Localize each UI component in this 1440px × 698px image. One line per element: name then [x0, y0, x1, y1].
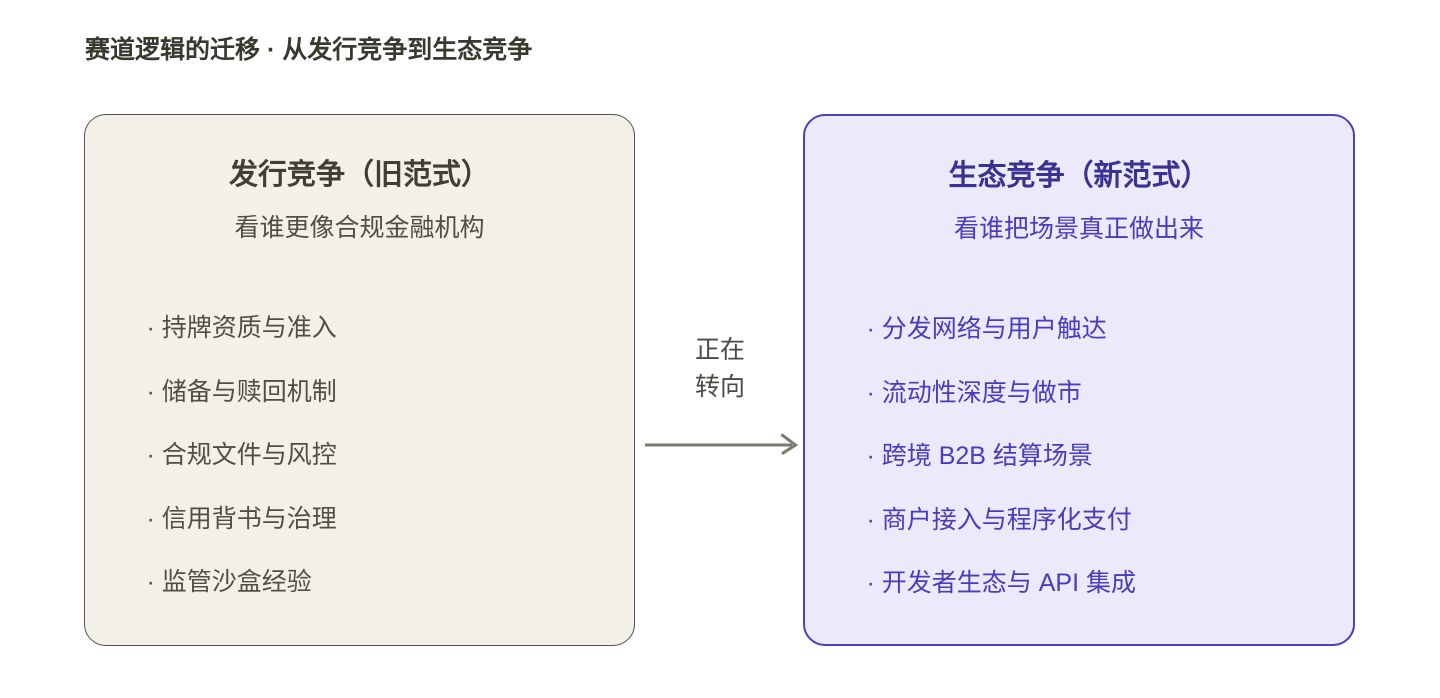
new-card-item: · 开发者生态与 API 集成	[866, 569, 1136, 597]
new-card-item: · 分发网络与用户触达	[866, 315, 1107, 343]
old-card-item: · 合规文件与风控	[146, 441, 337, 469]
new-card-subtitle: 看谁把场景真正做出来	[953, 215, 1204, 243]
transition-label-line1: 正在	[694, 335, 745, 364]
old-card-item: · 持牌资质与准入	[146, 314, 337, 342]
old-card-title: 发行竞争（旧范式）	[228, 159, 490, 191]
transition-arrow-icon	[645, 433, 799, 456]
old-card-item: · 储备与赎回机制	[146, 377, 337, 406]
page-title: 赛道逻辑的迁移 · 从发行竞争到生态竞争	[85, 36, 533, 64]
old-card-subtitle: 看谁更像合规金融机构	[234, 214, 485, 242]
old-card-item: · 信用背书与治理	[146, 504, 337, 533]
transition-label: 正在 转向	[660, 332, 780, 406]
transition-label-line2: 转向	[694, 372, 745, 401]
old-paradigm-card: 发行竞争（旧范式） 看谁更像合规金融机构 · 持牌资质与准入 · 储备与赎回机制…	[84, 114, 635, 646]
old-card-item: · 监管沙盒经验	[146, 568, 312, 596]
arrow-head	[780, 433, 799, 456]
new-paradigm-card: 生态竞争（新范式） 看谁把场景真正做出来 · 分发网络与用户触达 · 流动性深度…	[803, 114, 1355, 646]
new-card-item: · 商户接入与程序化支付	[866, 505, 1132, 534]
new-card-item: · 跨境 B2B 结算场景	[866, 442, 1093, 470]
new-card-item: · 流动性深度与做市	[866, 378, 1082, 407]
new-card-title: 生态竞争（新范式）	[948, 160, 1210, 192]
